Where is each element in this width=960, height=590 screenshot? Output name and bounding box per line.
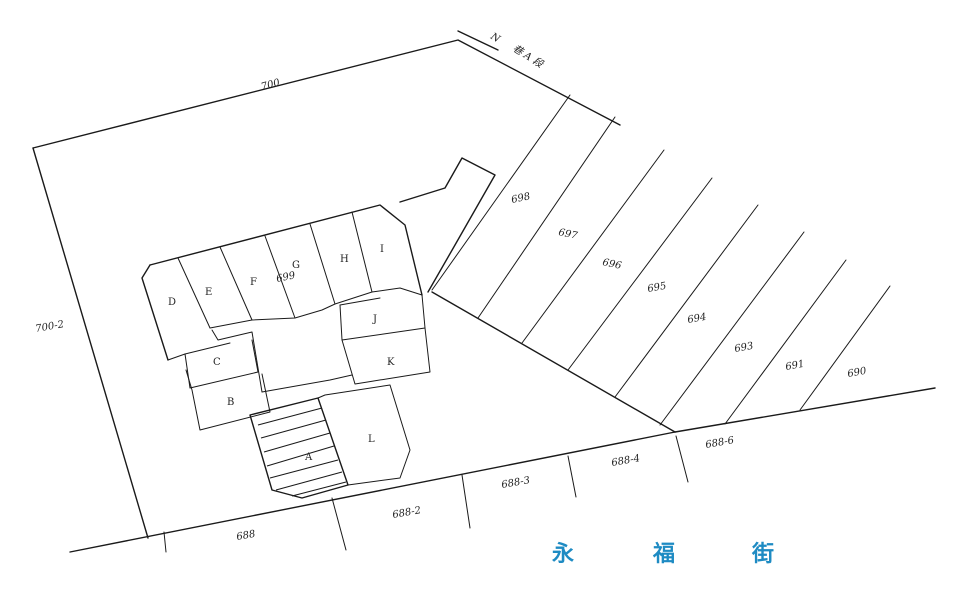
- strip-line: [431, 94, 571, 291]
- unit-c-top: [184, 342, 231, 355]
- unit-label-f: F: [250, 277, 257, 288]
- unit-label-a: A: [304, 452, 313, 463]
- unit-wall: [264, 235, 296, 319]
- unit-labels: A B C D E F G H I J K L: [168, 244, 395, 463]
- upper-units-south-2: [371, 287, 423, 296]
- street-frontage-line: [69, 431, 676, 553]
- unit-j-top: [339, 297, 381, 306]
- north-corner-line: [457, 30, 499, 51]
- lot-label-road-2: 688-2: [392, 505, 422, 521]
- unit-label-e: E: [205, 287, 212, 298]
- unit-label-k: K: [387, 357, 395, 368]
- street-char-1: 永: [552, 542, 575, 567]
- unit-c: [167, 339, 259, 389]
- strip-base-line: [431, 291, 676, 433]
- strip-line: [521, 149, 665, 344]
- north-note: 巷 A 段: [510, 42, 546, 71]
- building-arm: [399, 157, 496, 293]
- unit-a-hatching: [257, 407, 347, 497]
- strip-line: [567, 177, 713, 371]
- unit-label-h: H: [340, 254, 349, 265]
- strip-line: [799, 285, 891, 411]
- lot-label-center: 699: [275, 270, 297, 285]
- lot-label-road-5: 688-6: [705, 435, 736, 451]
- lot-label-road-4: 688-4: [611, 453, 641, 469]
- unit-label-g: G: [292, 260, 300, 271]
- lot-label-road-1: 688: [236, 529, 257, 543]
- lot-label-strip-8: 690: [847, 366, 868, 380]
- lot-label-left: 700-2: [35, 319, 65, 335]
- lot-label-strip-7: 691: [785, 359, 806, 373]
- road-divider: [331, 497, 347, 551]
- building-footprint: [141, 157, 496, 499]
- unit-label-i: I: [380, 244, 384, 255]
- road-divider: [567, 455, 577, 498]
- unit-j: [339, 294, 426, 341]
- road-divider: [163, 531, 167, 553]
- building-west-edge: [141, 264, 169, 361]
- west-boundary: [32, 147, 149, 539]
- unit-label-b: B: [227, 397, 234, 408]
- unit-a: [249, 397, 349, 499]
- unit-label-d: D: [168, 297, 176, 308]
- unit-label-j: J: [372, 314, 377, 325]
- street-char-3: 街: [752, 542, 775, 567]
- unit-wall: [309, 223, 336, 305]
- building-north-edge: [149, 204, 423, 296]
- lot-label-strip-3: 696: [601, 257, 623, 272]
- strip-line: [659, 231, 805, 426]
- corridor: [211, 329, 353, 393]
- lot-label-strip-1: 698: [510, 191, 531, 206]
- upper-units-south: [209, 291, 373, 329]
- road-divider: [461, 474, 471, 529]
- parcel-boundaries: [32, 30, 936, 553]
- lot-label-strip-2: 697: [557, 227, 579, 242]
- lot-label-strip-6: 693: [734, 341, 755, 355]
- strip-line: [724, 259, 847, 425]
- street-char-2: 福: [653, 542, 676, 567]
- north-annotation: N 巷 A 段: [488, 31, 547, 71]
- lot-number-labels: 700 700-2 699 698 697 696 695 694 693 69…: [35, 77, 868, 543]
- lot-label-top: 700: [260, 77, 282, 93]
- east-frontage-line: [674, 387, 936, 433]
- north-label: N: [488, 31, 503, 46]
- unit-label-c: C: [213, 357, 221, 368]
- north-boundary: [32, 39, 621, 149]
- lot-label-strip-5: 694: [687, 312, 708, 326]
- lot-label-strip-4: 695: [647, 281, 668, 295]
- unit-wall: [219, 246, 253, 321]
- strip-line: [614, 204, 759, 398]
- unit-l: [317, 384, 411, 486]
- road-divider: [675, 435, 689, 483]
- unit-k: [341, 327, 431, 385]
- unit-b: [185, 369, 271, 431]
- strip-line: [477, 116, 616, 319]
- lot-label-road-3: 688-3: [501, 475, 531, 491]
- unit-wall: [351, 211, 373, 293]
- unit-label-l: L: [368, 434, 375, 445]
- unit-wall: [177, 257, 211, 329]
